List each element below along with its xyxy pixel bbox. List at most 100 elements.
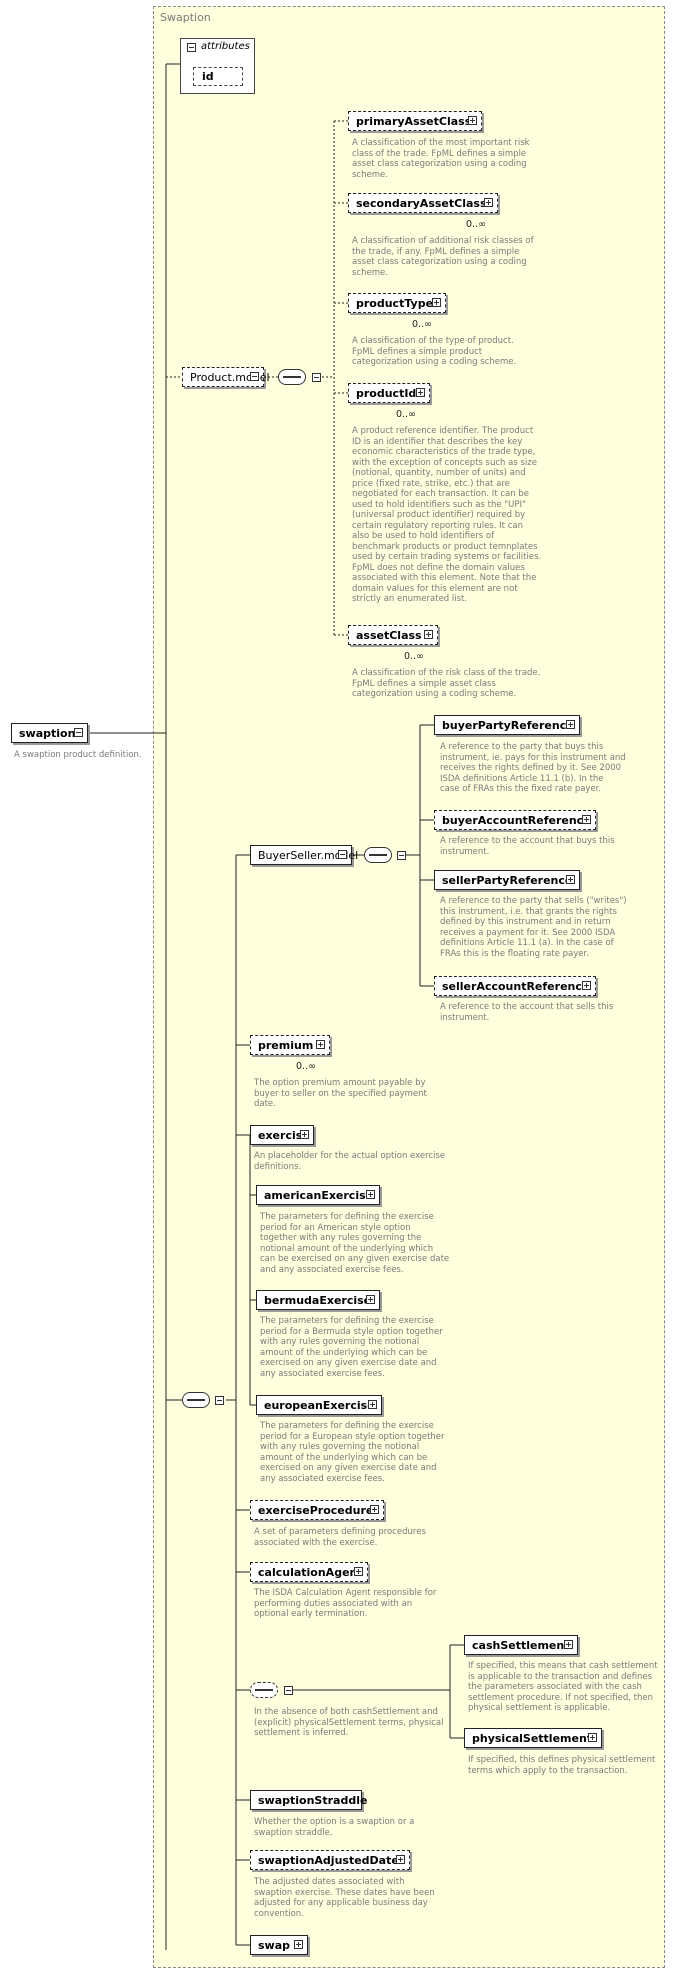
doc-line: amount of the underlying which can be [260, 1347, 428, 1358]
expand-icon[interactable] [432, 298, 441, 307]
buyer-party-reference-element[interactable]: buyerPartyReference [434, 715, 580, 735]
european-exercise-element[interactable]: europeanExercise [256, 1395, 382, 1415]
doc-line: price (fixed rate, strike, etc.) that ar… [352, 478, 510, 489]
doc-line: categorization using a coding scheme. [352, 357, 517, 367]
bermuda-exercise-doc: The parameters for defining the exercise… [260, 1316, 443, 1379]
buyer-party-reference-doc: A reference to the party that buys this … [440, 742, 626, 795]
doc-line: instrument. [440, 846, 490, 857]
doc-line: used to hold identifiers such as the "UP… [352, 499, 526, 510]
expand-icon[interactable] [366, 1190, 375, 1199]
bermuda-exercise-element[interactable]: bermudaExercise [256, 1290, 380, 1310]
expand-icon[interactable] [564, 1640, 573, 1649]
expand-icon[interactable] [582, 981, 591, 990]
buyer-account-reference-element[interactable]: buyerAccountReference [434, 810, 596, 830]
expand-icon[interactable] [370, 1505, 379, 1514]
cash-settlement-doc: If specified, this means that cash settl… [468, 1661, 658, 1714]
swaption-adjusted-dates-element[interactable]: swaptionAdjustedDates [250, 1850, 410, 1870]
doc-line: negotiated for each transaction. It can … [352, 489, 529, 499]
element-name: secondaryAssetClass [356, 197, 487, 210]
sequence-compositor-icon [364, 847, 392, 863]
doc-line: physical settlement is applicable. [468, 1703, 611, 1713]
expand-icon[interactable] [354, 1567, 363, 1576]
expand-icon[interactable] [416, 388, 425, 397]
collapse-icon[interactable] [215, 1396, 224, 1405]
doc-line: convention. [254, 1908, 304, 1919]
type-name-label: Swaption [160, 11, 211, 24]
doc-line: exercised on any given exercise date and [260, 1358, 437, 1368]
doc-line: receives the rights defined by it. See 2… [440, 763, 622, 773]
doc-line: The adjusted dates associated with [254, 1877, 405, 1887]
expand-icon[interactable] [566, 720, 575, 729]
choice-doc: In the absence of both cashSettlement an… [254, 1707, 443, 1739]
collapse-icon[interactable] [74, 728, 83, 737]
element-name: swaptionAdjustedDates [258, 1854, 406, 1867]
collapse-icon[interactable] [397, 851, 406, 860]
swaption-root-element[interactable]: swaption [11, 723, 88, 743]
doc-line: asset class categorization using a codin… [352, 159, 527, 169]
swaption-straddle-element[interactable]: swaptionStraddle [250, 1790, 367, 1810]
element-name: sellerAccountReference [442, 980, 590, 993]
calculation-agent-element[interactable]: calculationAgent [250, 1562, 368, 1582]
element-name: exercise [258, 1129, 310, 1142]
exercise-doc: An placeholder for the actual option exe… [254, 1151, 445, 1172]
expand-icon[interactable] [294, 1940, 303, 1949]
expand-icon[interactable] [424, 630, 433, 639]
attribute-id[interactable]: id [193, 67, 243, 86]
doc-line: the trade, if any. FpML defines a simple [352, 246, 520, 257]
doc-line: any associated exercise fees. [260, 1368, 385, 1379]
cardinality-label: 0..∞ [404, 651, 424, 662]
doc-line: scheme. [352, 267, 388, 278]
doc-line: An placeholder for the actual option exe… [254, 1151, 446, 1161]
swap-element[interactable]: swap [250, 1935, 308, 1955]
doc-line: A product reference identifier. The prod… [352, 426, 534, 436]
premium-element[interactable]: premium [250, 1035, 330, 1055]
secondary-asset-class-element[interactable]: secondaryAssetClass [348, 193, 498, 213]
american-exercise-element[interactable]: americanExercise [256, 1185, 380, 1205]
asset-class-element[interactable]: assetClass [348, 625, 438, 645]
doc-line: with the exception of concepts such as s… [352, 457, 537, 468]
expand-icon[interactable] [484, 198, 493, 207]
doc-line: The ISDA Calculation Agent responsible f… [254, 1588, 437, 1598]
swaption-adjusted-dates-doc: The adjusted dates associated with swapt… [254, 1877, 435, 1919]
product-model-group[interactable]: Product.model [182, 367, 270, 387]
physical-settlement-element[interactable]: physicalSettlement [464, 1728, 602, 1748]
buyer-seller-model-group[interactable]: BuyerSeller.model [250, 845, 358, 865]
cash-settlement-element[interactable]: cashSettlement [464, 1635, 578, 1655]
element-name: primaryAssetClass [356, 115, 472, 128]
expand-icon[interactable] [368, 1400, 377, 1409]
doc-line: period for a Bermuda style option togeth… [260, 1326, 443, 1337]
expand-icon[interactable] [468, 116, 477, 125]
doc-line: exercised on any given exercise date and [260, 1463, 437, 1473]
expand-icon[interactable] [588, 1733, 597, 1742]
expand-icon[interactable] [582, 815, 591, 824]
expand-icon[interactable] [316, 1040, 325, 1049]
doc-line: also be used to hold identifiers of [352, 531, 495, 541]
doc-line: associated with the exercise. [254, 1537, 378, 1548]
collapse-icon[interactable] [284, 1686, 293, 1695]
collapse-icon[interactable] [187, 43, 196, 52]
collapse-icon[interactable] [250, 372, 259, 381]
expand-icon[interactable] [396, 1855, 405, 1864]
seller-party-reference-element[interactable]: sellerPartyReference [434, 870, 580, 890]
doc-line: A classification of additional risk clas… [352, 236, 534, 246]
expand-icon[interactable] [366, 1295, 375, 1304]
element-name: europeanExercise [264, 1399, 375, 1412]
product-id-element[interactable]: productId [348, 383, 430, 403]
doc-line: (notional, quantity, number of units) an… [352, 468, 526, 478]
seller-account-reference-element[interactable]: sellerAccountReference [434, 976, 596, 996]
sequence-compositor-icon [182, 1392, 210, 1408]
exercise-procedure-element[interactable]: exerciseProcedure [250, 1500, 384, 1520]
product-type-element[interactable]: productType [348, 293, 446, 313]
doc-line: economic characteristics of the trade ty… [352, 447, 536, 457]
collapse-icon[interactable] [312, 373, 321, 382]
expand-icon[interactable] [566, 875, 575, 884]
doc-line: with any rules governing the notional [260, 1442, 420, 1452]
primary-asset-class-element[interactable]: primaryAssetClass [348, 111, 482, 131]
collapse-icon[interactable] [338, 850, 347, 859]
exercise-element[interactable]: exercise [250, 1125, 314, 1145]
doc-line: If specified, this defines physical sett… [468, 1755, 656, 1765]
doc-line: A classification of the type of product. [352, 336, 514, 346]
element-name: productId [356, 387, 417, 400]
doc-line: class of the trade. FpML defines a simpl… [352, 148, 527, 159]
expand-icon[interactable] [300, 1130, 309, 1139]
